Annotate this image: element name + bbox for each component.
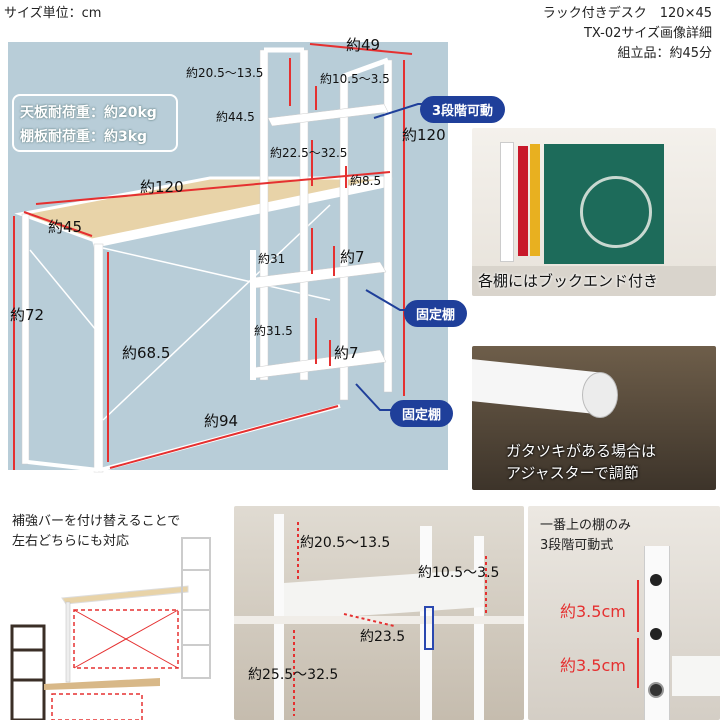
dimension-lines <box>13 43 413 470</box>
bottom-shelf <box>249 349 387 379</box>
peg-hole-2 <box>650 628 662 640</box>
detail-dim-depth: 約23.5 <box>360 629 406 645</box>
dim-lower-shelf-2: 約31.5 <box>254 324 293 338</box>
peg-hole-1 <box>650 574 662 586</box>
product-model: TX-02サイズ画像詳細 <box>583 26 712 41</box>
dim-rack-depth: 約44.5 <box>216 110 255 124</box>
dim-top-clearance: 約20.5〜13.5 <box>186 66 264 80</box>
detail-dim-gap: 約10.5〜3.5 <box>418 565 500 581</box>
top-shelf <box>267 103 389 127</box>
bookend-plate <box>500 142 514 262</box>
magnifier-icon <box>580 176 652 248</box>
book-red <box>518 146 528 256</box>
shelf-detail-photo <box>234 506 524 720</box>
unit-label: サイズ単位：cm <box>4 6 102 21</box>
detail-dim-height: 約25.5〜32.5 <box>248 667 339 683</box>
left-back-leg <box>93 243 104 473</box>
dim-bookend-2: 約7 <box>334 344 359 362</box>
bookend-caption: 各棚にはブックエンド付き <box>478 272 659 290</box>
desk-diagram <box>13 43 430 473</box>
reinforce-diagram <box>10 537 211 720</box>
dim-top-shelf-gap: 約10.5〜3.5 <box>320 72 390 86</box>
cross-brace <box>102 247 331 301</box>
adjuster-caption-2: アジャスターで調節 <box>506 464 639 482</box>
dim-total-height: 約120 <box>402 126 446 144</box>
adjuster-icon <box>582 372 618 418</box>
assembly-time: 組立品：約45分 <box>617 46 712 61</box>
product-title: ラック付きデスク 120×45 <box>542 6 712 21</box>
reinforce-line-2: 左右どちらにも対応 <box>12 534 130 549</box>
dim-desk-height: 約72 <box>10 306 45 324</box>
dim-inner-width: 約94 <box>204 412 239 430</box>
desktop-load: 天板耐荷重：約20kg <box>20 105 157 121</box>
dim-desk-depth: 約45 <box>48 218 83 236</box>
closeup-step-1: 約3.5cm <box>560 602 626 621</box>
dim-bookend-1: 約7 <box>340 248 365 266</box>
dim-desk-width: 約120 <box>140 178 184 196</box>
adjuster-photo <box>472 346 716 490</box>
dim-lower-shelf-1: 約31 <box>258 252 286 266</box>
book-yellow <box>530 144 540 256</box>
adjuster-caption-1: ガタツキがある場合は <box>506 442 657 460</box>
badge-fixed-shelf-1: 固定棚 <box>404 300 468 327</box>
peg-hole-3 <box>648 682 664 698</box>
closeup-line-2: 3段階可動式 <box>540 538 614 553</box>
closeup-step-2: 約3.5cm <box>560 656 626 675</box>
left-front-leg <box>21 213 30 465</box>
badge-fixed-shelf-2: 固定棚 <box>390 400 454 427</box>
closeup-line-1: 一番上の棚のみ <box>540 518 632 533</box>
reinforce-line-1: 補強バーを付け替えることで <box>12 514 181 529</box>
adjust-holes-highlight <box>424 606 434 650</box>
shelf-load: 棚板耐荷重：約3kg <box>20 129 148 145</box>
load-capacity-box: 天板耐荷重：約20kg 棚板耐荷重：約3kg <box>12 94 178 152</box>
dim-desk-gap: 約8.5 <box>350 174 382 188</box>
dim-knee-height: 約68.5 <box>122 344 171 362</box>
detail-dim-top: 約20.5〜13.5 <box>300 535 391 551</box>
bookend-photo <box>472 128 716 296</box>
dim-rack-width: 約49 <box>346 36 381 54</box>
dim-shelf-above-desk: 約22.5〜32.5 <box>270 146 348 160</box>
badge-adjustable: 3段階可動 <box>420 96 506 123</box>
closeup-photo <box>528 506 720 720</box>
